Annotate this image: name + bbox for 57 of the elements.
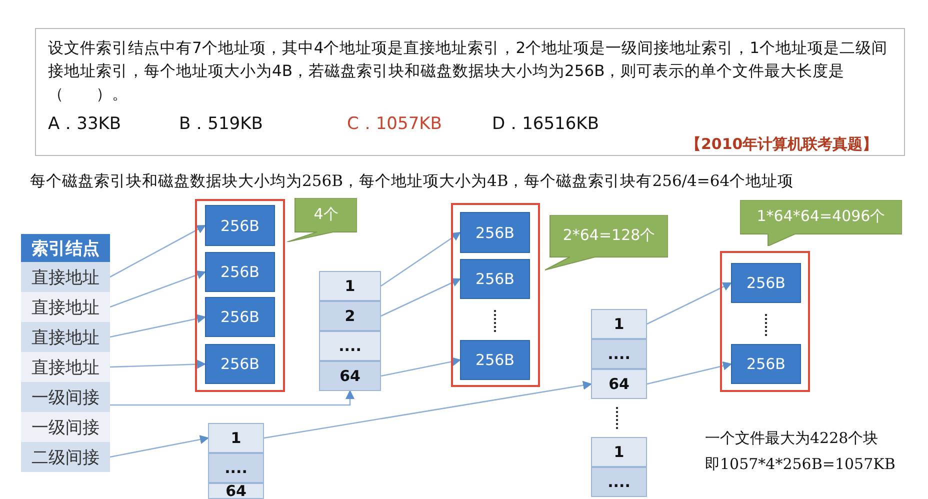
option-text: B．519KB (179, 113, 263, 136)
question-card (35, 28, 905, 156)
arrow (110, 390, 355, 406)
table-header: 索引结点 (21, 234, 110, 262)
arrow (110, 270, 206, 308)
table-cell: .... (319, 331, 381, 361)
note-text: 一个文件最大为4228个块 (705, 429, 878, 448)
para: 设文件索引结点中有7个地址项，其中4个地址项是直接地址索引，2个地址项是一级间接地址索引，1个地址项是二级间接地址索引，每个地址项大小为4B，若磁盘索引块和磁盘数据块大小均为256B，则可表示的单个文件最大长度是（ ）。 (48, 38, 888, 105)
arrow (646, 361, 732, 385)
table-cell: 2 (319, 301, 381, 331)
table-cell: 一级间接 (21, 412, 110, 442)
table-cell: 64 (208, 483, 264, 499)
callout-text: 1*64*64=4096个 (756, 207, 886, 226)
data-block: 256B (205, 205, 275, 246)
arrow (380, 232, 461, 287)
arrow (380, 357, 462, 377)
note-text: 即1057*4*256B=1057KB (705, 455, 896, 474)
arrow (110, 224, 206, 278)
callout-text: 4个 (312, 205, 340, 224)
arrow (646, 282, 732, 325)
data-block: 256B (205, 297, 275, 337)
option-text: A．33KB (48, 113, 122, 136)
group-frame (195, 199, 285, 392)
source-tag: 【2010年计算机联考真题】 (686, 133, 878, 156)
data-block: 256B (460, 340, 530, 380)
table-cell: 1 (208, 423, 264, 453)
group-frame (720, 251, 810, 392)
option-text: D．16516KB (492, 113, 599, 136)
table-cell: 64 (591, 369, 647, 399)
arrow (264, 380, 592, 439)
arrow (110, 314, 206, 338)
data-block: 256B (460, 259, 530, 299)
arrow (110, 360, 206, 369)
data-block: 256B (731, 263, 801, 303)
table-cell: 1 (591, 309, 647, 339)
arrow (110, 435, 210, 458)
table-cell: 直接地址 (21, 322, 110, 352)
table-cell: .... (591, 339, 647, 369)
data-block: 256B (205, 344, 275, 384)
table-cell: 64 (319, 361, 381, 391)
arrow (380, 278, 462, 317)
option-text: C．1057KB (347, 113, 442, 136)
data-block: 256B (731, 344, 801, 384)
table-cell: .... (591, 467, 647, 497)
table-cell: 1 (591, 437, 647, 467)
table-cell: 二级间接 (21, 442, 110, 472)
table-cell: 一级间接 (21, 382, 110, 412)
group-frame (451, 203, 540, 387)
callout-text: 2*64=128个 (562, 226, 656, 245)
table-cell: .... (208, 453, 264, 483)
table-cell: 直接地址 (21, 352, 110, 382)
table-cell: 1 (319, 271, 381, 301)
table-cell: 直接地址 (21, 292, 110, 322)
note-text: 每个磁盘索引块和磁盘数据块大小均为256B，每个地址项大小为4B，每个磁盘索引块有256/4=64个地址项 (30, 171, 794, 192)
data-block: 256B (460, 212, 530, 253)
table-cell: 直接地址 (21, 262, 110, 292)
data-block: 256B (205, 252, 275, 292)
